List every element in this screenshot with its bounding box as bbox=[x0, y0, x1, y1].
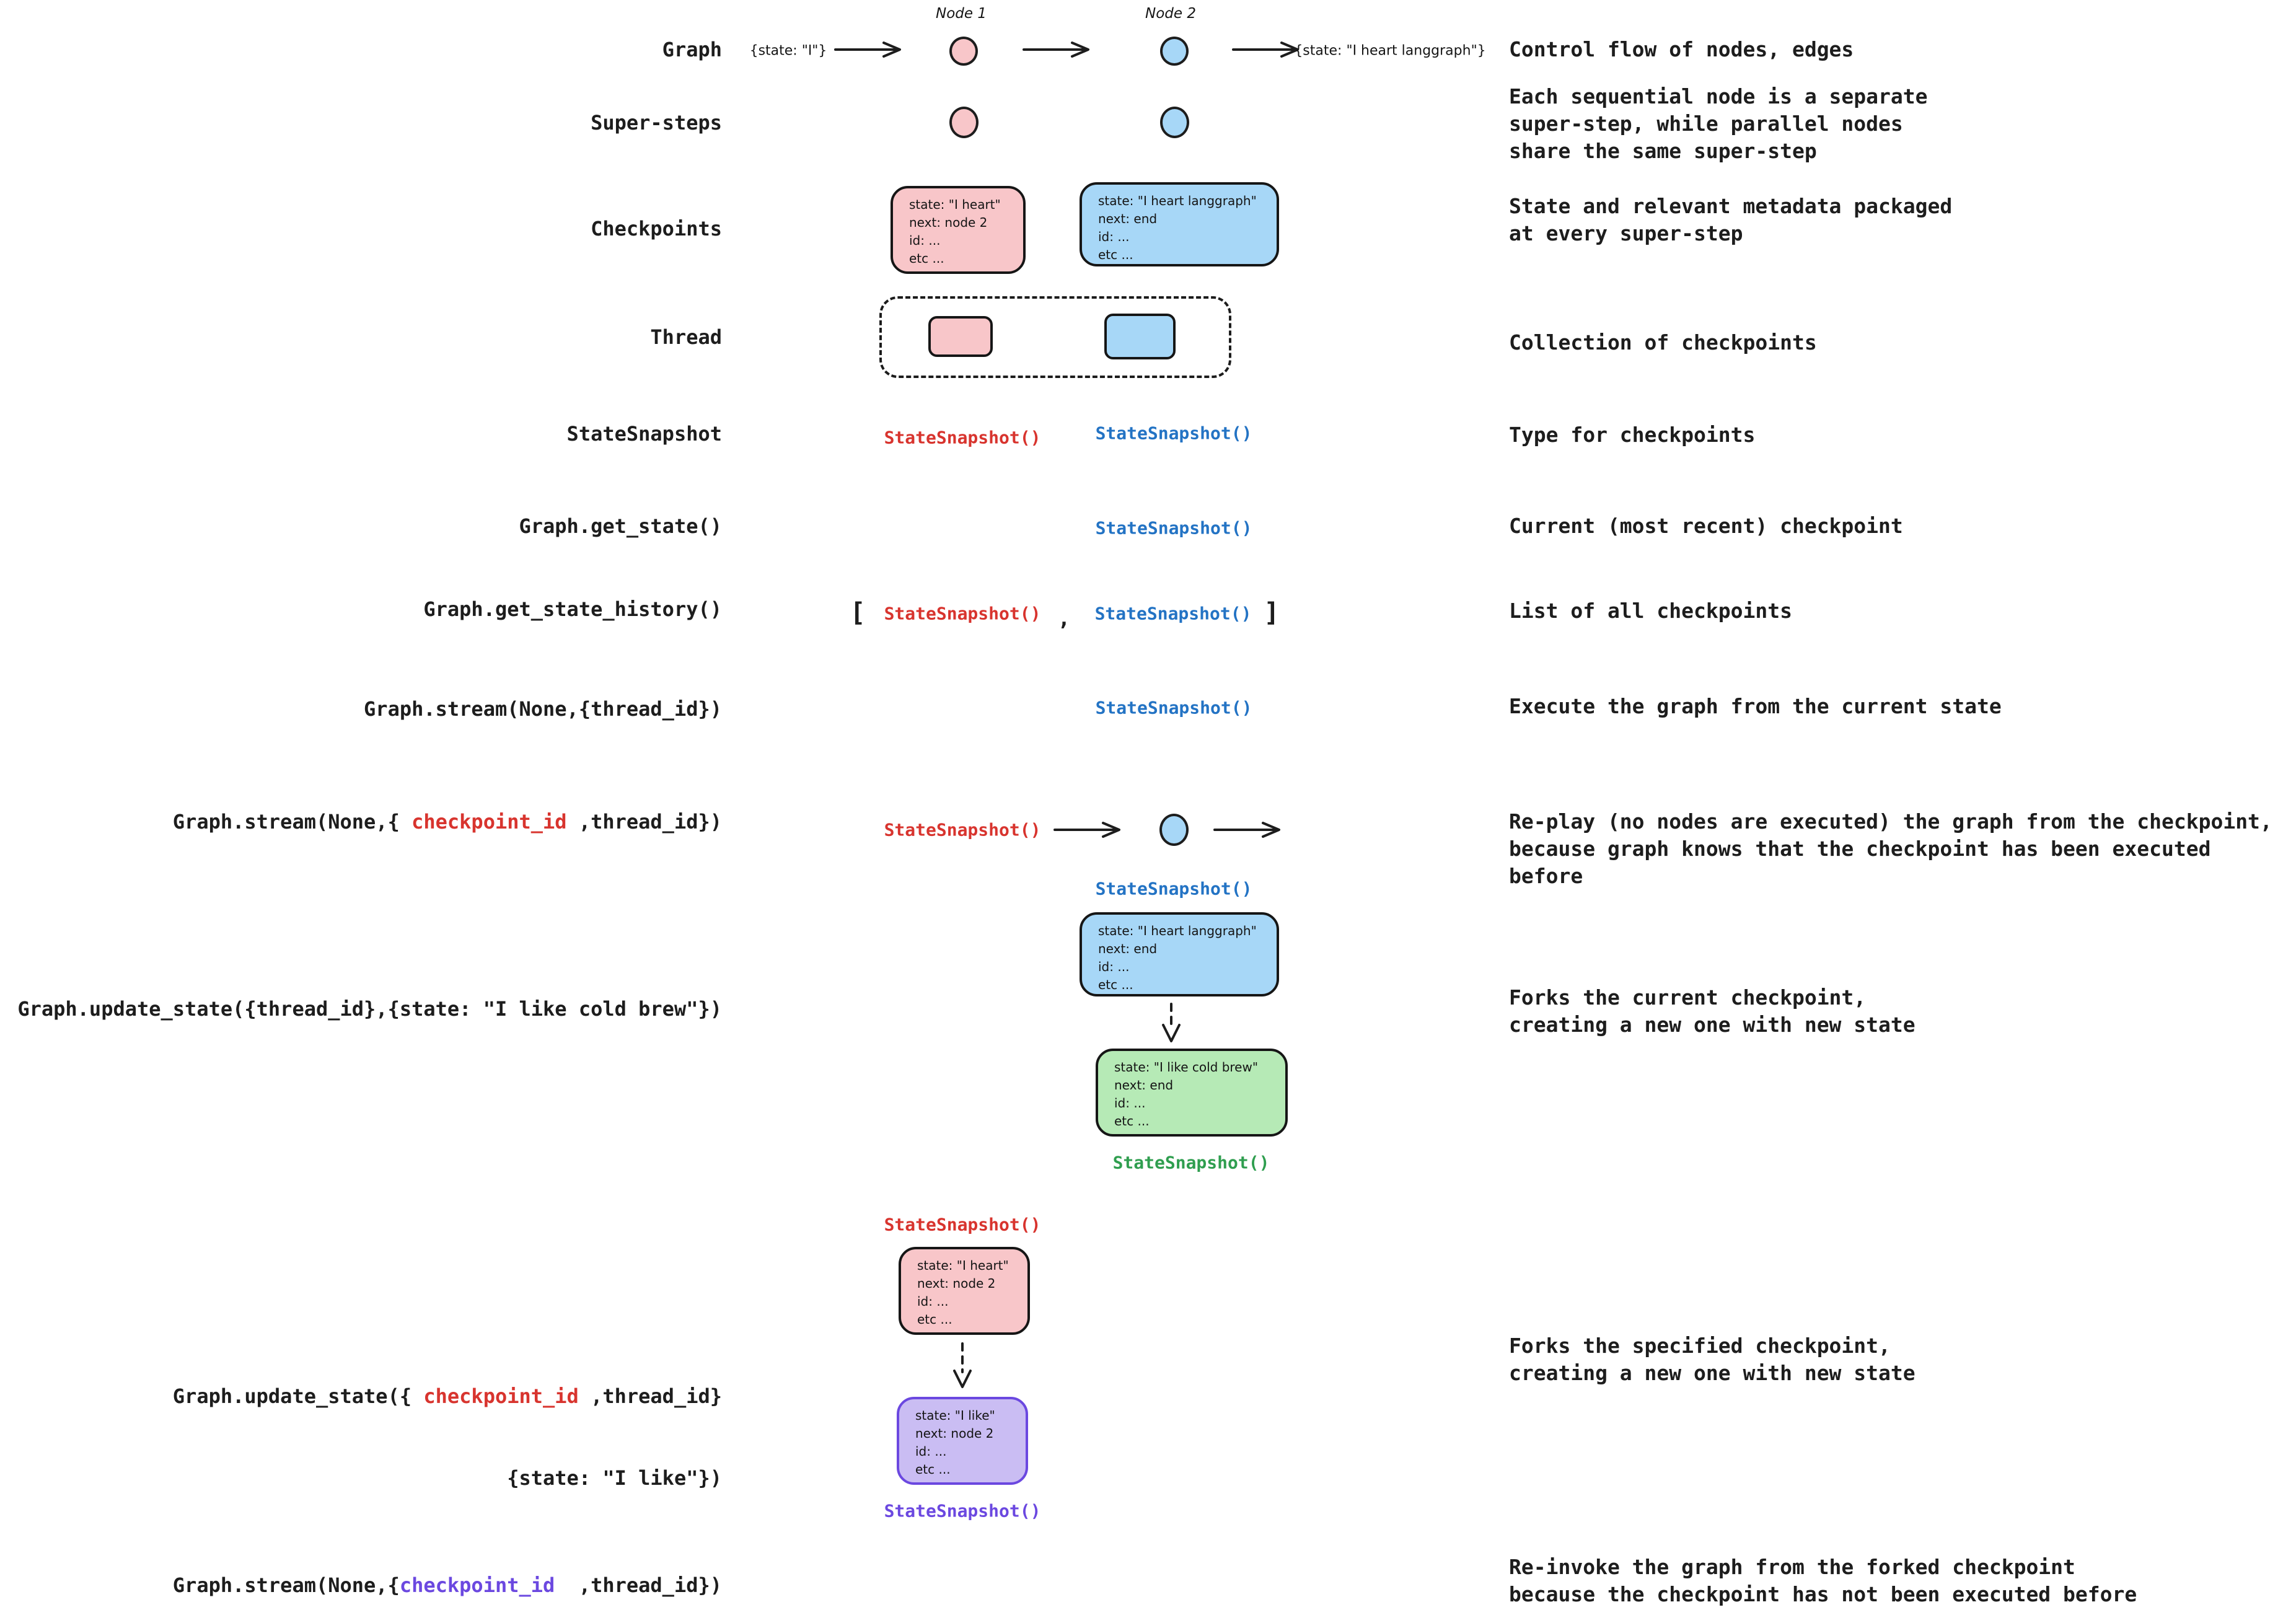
checkpoint-id-arg: checkpoint_id bbox=[411, 810, 567, 834]
label-update-pre: Graph.update_state({ bbox=[172, 1384, 424, 1408]
desc-statesnapshot: Type for checkpoints bbox=[1509, 423, 1756, 447]
statesnapshot-call-red: StateSnapshot() bbox=[884, 1214, 1041, 1235]
label-get-state-history: Graph.get_state_history() bbox=[423, 597, 722, 621]
statesnapshot-call-purple: StateSnapshot() bbox=[884, 1500, 1041, 1521]
desc-get-state-history: List of all checkpoints bbox=[1509, 599, 1792, 623]
statesnapshot-call-red: StateSnapshot() bbox=[884, 819, 1041, 840]
checkpoint-box-pink-source-text: state: "I heart" next: node 2 id: ... et… bbox=[917, 1258, 1009, 1327]
arrow-right-icon bbox=[1213, 821, 1287, 838]
statesnapshot-call-blue: StateSnapshot() bbox=[1095, 517, 1252, 539]
statesnapshot-call-blue: StateSnapshot() bbox=[1095, 423, 1252, 444]
comma-separator: , bbox=[1057, 606, 1071, 631]
label-stream-forked-post: ,thread_id}) bbox=[555, 1573, 722, 1597]
label-graph: Graph bbox=[662, 38, 722, 61]
output-state-text: {state: "I heart langgraph"} bbox=[1294, 43, 1486, 59]
statesnapshot-call-blue: StateSnapshot() bbox=[1095, 697, 1252, 718]
label-update-post: ,thread_id} bbox=[578, 1384, 722, 1408]
node2-circle bbox=[1160, 37, 1189, 66]
arrow-right-icon bbox=[834, 41, 907, 58]
label-stream-replay: Graph.stream(None,{ checkpoint_id ,threa… bbox=[173, 808, 722, 835]
desc-fork-current: Forks the current checkpoint, creating a… bbox=[1509, 985, 1916, 1037]
label-stream-current: Graph.stream(None,{thread_id}) bbox=[364, 697, 722, 721]
desc-reinvoke: Re-invoke the graph from the forked chec… bbox=[1509, 1555, 2137, 1606]
thread-checkpoint-blue bbox=[1104, 314, 1176, 359]
arrow-down-dashed-icon bbox=[951, 1342, 974, 1389]
label-update-state-checkpoint-line2: {state: "I like"}) bbox=[507, 1466, 722, 1490]
node1-circle bbox=[949, 37, 978, 66]
statesnapshot-call-blue: StateSnapshot() bbox=[1095, 878, 1252, 899]
label-checkpoints: Checkpoints bbox=[591, 217, 722, 240]
statesnapshot-call-red: StateSnapshot() bbox=[884, 603, 1041, 624]
label-super-steps: Super-steps bbox=[591, 111, 722, 134]
superstep-node1-circle bbox=[949, 107, 979, 138]
replay-node-circle bbox=[1159, 814, 1189, 846]
desc-replay: Re-play (no nodes are executed) the grap… bbox=[1509, 809, 2272, 888]
desc-fork-specified: Forks the specified checkpoint, creating… bbox=[1509, 1334, 1916, 1385]
desc-stream-current: Execute the graph from the current state bbox=[1509, 694, 2002, 718]
label-stream-forked-pre: Graph.stream(None,{ bbox=[172, 1573, 400, 1597]
desc-thread: Collection of checkpoints bbox=[1509, 330, 1817, 354]
checkpoint-id-arg-purple: checkpoint_id bbox=[399, 1573, 555, 1597]
arrow-right-icon bbox=[1023, 41, 1096, 58]
label-update-state-checkpoint-line1: Graph.update_state({ checkpoint_id ,thre… bbox=[173, 1383, 722, 1410]
label-update-state-checkpoint: Graph.update_state({ checkpoint_id ,thre… bbox=[173, 1328, 722, 1546]
checkpoint-box-green: state: "I like cold brew" next: end id: … bbox=[1096, 1049, 1288, 1137]
thread-checkpoint-pink bbox=[928, 316, 993, 357]
superstep-node2-circle bbox=[1160, 107, 1189, 138]
input-state-text: {state: "I"} bbox=[749, 43, 827, 59]
label-thread: Thread bbox=[650, 325, 722, 349]
checkpoint-id-arg: checkpoint_id bbox=[423, 1384, 579, 1408]
thread-dashed-container bbox=[879, 296, 1231, 378]
checkpoint-box-blue-current-text: state: "I heart langgraph" next: end id:… bbox=[1098, 923, 1257, 992]
label-stream-replay-post: ,thread_id}) bbox=[566, 810, 722, 834]
desc-get-state: Current (most recent) checkpoint bbox=[1509, 514, 1903, 538]
arrow-down-dashed-icon bbox=[1160, 1003, 1182, 1044]
desc-graph: Control flow of nodes, edges bbox=[1509, 37, 1854, 61]
arrow-right-icon bbox=[1053, 821, 1127, 838]
checkpoint-box-blue-current: state: "I heart langgraph" next: end id:… bbox=[1080, 912, 1279, 996]
checkpoint-box-blue-text: state: "I heart langgraph" next: end id:… bbox=[1098, 193, 1257, 262]
statesnapshot-call-red: StateSnapshot() bbox=[884, 427, 1041, 448]
checkpoint-box-purple-text: state: "I like" next: node 2 id: ... etc… bbox=[915, 1408, 995, 1477]
checkpoint-box-pink-text: state: "I heart" next: node 2 id: ... et… bbox=[909, 197, 1001, 266]
desc-checkpoints: State and relevant metadata packaged at … bbox=[1509, 194, 1953, 245]
checkpoint-box-pink: state: "I heart" next: node 2 id: ... et… bbox=[891, 186, 1026, 274]
label-stream-forked: Graph.stream(None,{checkpoint_id ,thread… bbox=[173, 1572, 722, 1599]
desc-super-steps: Each sequential node is a separate super… bbox=[1509, 84, 1928, 163]
label-statesnapshot: StateSnapshot bbox=[566, 422, 722, 446]
arrow-right-icon bbox=[1232, 41, 1305, 58]
bracket-close: ] bbox=[1264, 597, 1280, 628]
checkpoint-box-pink-source: state: "I heart" next: node 2 id: ... et… bbox=[899, 1247, 1030, 1335]
label-stream-replay-pre: Graph.stream(None,{ bbox=[172, 810, 412, 834]
checkpoint-box-green-text: state: "I like cold brew" next: end id: … bbox=[1114, 1060, 1259, 1128]
checkpoint-box-blue: state: "I heart langgraph" next: end id:… bbox=[1080, 182, 1279, 266]
bracket-open: [ bbox=[850, 597, 866, 628]
checkpoint-box-purple: state: "I like" next: node 2 id: ... etc… bbox=[897, 1397, 1028, 1485]
statesnapshot-call-green: StateSnapshot() bbox=[1112, 1152, 1270, 1173]
statesnapshot-call-blue: StateSnapshot() bbox=[1094, 603, 1252, 624]
label-update-state-thread: Graph.update_state({thread_id},{state: "… bbox=[17, 997, 722, 1021]
node1-label: Node 1 bbox=[936, 6, 987, 22]
label-get-state: Graph.get_state() bbox=[519, 514, 722, 538]
node2-label: Node 2 bbox=[1145, 6, 1196, 22]
